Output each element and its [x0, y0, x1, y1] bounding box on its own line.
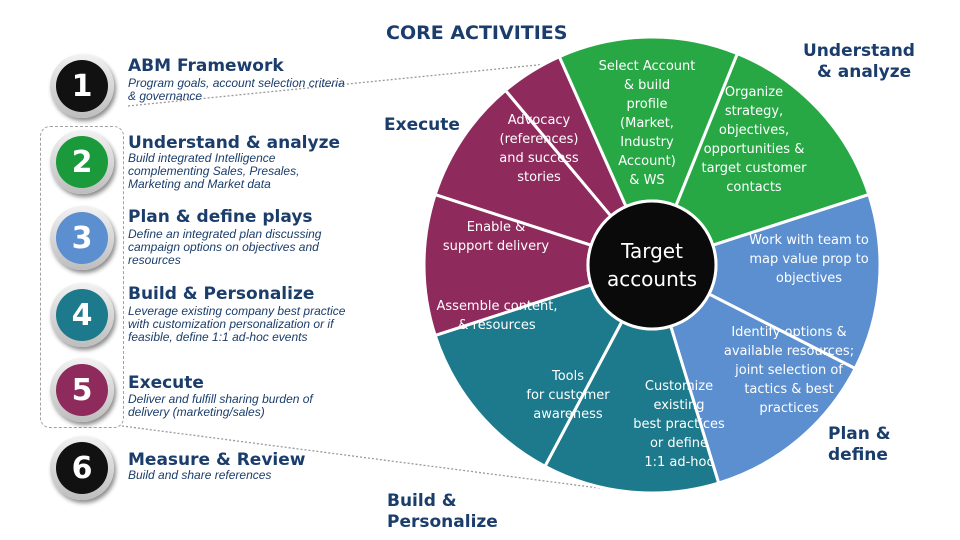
- execute-heading: Execute: [384, 115, 460, 135]
- center-label-line2: accounts: [607, 267, 697, 291]
- step-number: 2: [56, 136, 108, 188]
- step-title: Understand & analyze: [128, 133, 341, 153]
- step-badge: 6: [50, 436, 114, 500]
- wheel-segment-label: Identify options &available resources;jo…: [724, 325, 854, 416]
- core-activities-heading: CORE ACTIVITIES: [386, 22, 568, 44]
- understand-heading: Understand & analyze: [803, 41, 915, 83]
- step-title: Measure & Review: [128, 450, 306, 470]
- step-desc: Leverage existing company best practice …: [128, 304, 346, 344]
- connector-line-top: [127, 61, 568, 107]
- build-heading-line2: Personalize: [387, 512, 498, 532]
- step-desc: Program goals, account selection criteri…: [128, 76, 345, 103]
- step-number: 3: [56, 212, 108, 264]
- step-desc: Build and share references: [128, 468, 272, 482]
- step-number: 4: [56, 289, 108, 341]
- step-number: 5: [56, 364, 108, 416]
- build-heading: Build & Personalize: [387, 491, 498, 533]
- center-label-line1: Target: [620, 239, 683, 263]
- step-number: 1: [56, 60, 108, 112]
- step-title: ABM Framework: [128, 56, 284, 76]
- step-number: 6: [56, 442, 108, 494]
- step-desc: Define an integrated plan discussing cam…: [128, 227, 322, 267]
- plan-heading: Plan & define: [828, 424, 891, 466]
- step-desc: Deliver and fulfill sharing burden of de…: [128, 392, 313, 419]
- understand-heading-line2: & analyze: [817, 62, 912, 82]
- plan-heading-line1: Plan &: [828, 424, 891, 444]
- wheel-segment-label: Enable &support delivery: [443, 220, 550, 254]
- step-title: Build & Personalize: [128, 284, 315, 304]
- step-badge: 4: [50, 283, 114, 347]
- step-title: Execute: [128, 373, 204, 393]
- step-badge: 3: [50, 206, 114, 270]
- step-badge: 2: [50, 130, 114, 194]
- step-badge: 5: [50, 358, 114, 422]
- understand-heading-line1: Understand: [803, 41, 915, 61]
- step-badge: 1: [50, 54, 114, 118]
- step-title: Plan & define plays: [128, 207, 313, 227]
- plan-heading-line2: define: [828, 445, 888, 465]
- center-circle: [586, 199, 718, 331]
- build-heading-line1: Build &: [387, 491, 457, 511]
- wheel-segment-label: Assemble content,& resources: [437, 299, 558, 333]
- steps-2-5-group: [40, 126, 124, 428]
- step-desc: Build integrated Intelligence complement…: [128, 151, 300, 191]
- connector-line-bottom: [121, 425, 615, 491]
